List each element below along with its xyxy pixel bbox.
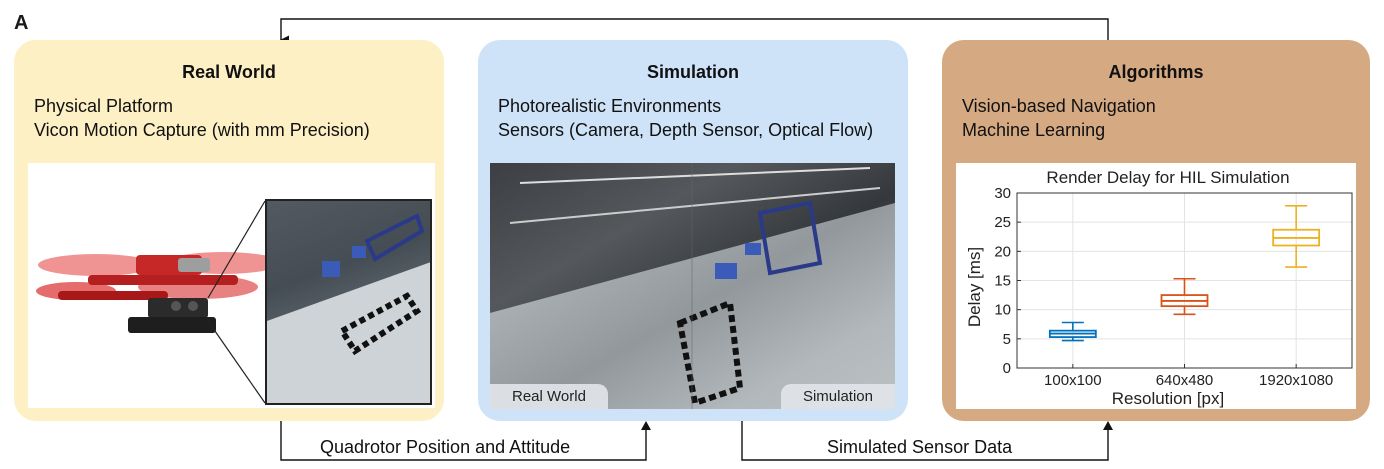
chart-ylabel: Delay [ms] — [965, 247, 984, 327]
position-attitude-label: Quadrotor Position and Attitude — [320, 437, 571, 457]
real-world-line-2: Vicon Motion Capture (with mm Precision) — [34, 120, 370, 140]
box-plot: Render Delay for HIL Simulation Resoluti… — [965, 168, 1353, 408]
render-delay-chart: Render Delay for HIL Simulation Resoluti… — [956, 163, 1356, 409]
simulation-panel: Simulation Photorealistic Environments S… — [478, 40, 908, 421]
quadrotor-illustration — [36, 200, 281, 404]
x-tick-label: 1920x1080 — [1259, 372, 1333, 389]
simulation-line-1: Photorealistic Environments — [498, 96, 722, 116]
y-tick-label: 15 — [994, 273, 1011, 290]
simulation-title: Simulation — [646, 62, 739, 82]
algorithms-panel: Algorithms Vision-based Navigation Machi… — [942, 40, 1370, 421]
x-tick-label: 100x100 — [1044, 372, 1102, 389]
real-world-panel: Real World Physical Platform Vicon Motio… — [14, 40, 444, 421]
quadrotor-photo — [28, 163, 435, 408]
simulation-render-image: Real World Simulation — [490, 163, 895, 409]
y-tick-label: 0 — [1003, 360, 1011, 377]
algorithms-title: Algorithms — [1108, 62, 1204, 82]
algorithms-line-1: Vision-based Navigation — [962, 96, 1156, 116]
y-tick-label: 10 — [994, 302, 1011, 319]
real-world-line-1: Physical Platform — [34, 96, 174, 116]
real-world-tag: Real World — [490, 384, 608, 409]
panel-letter: A — [14, 12, 29, 34]
simulated-sensor-data-label: Simulated Sensor Data — [827, 437, 1013, 457]
position-flow-arrow — [280, 421, 647, 461]
feedback-arrow — [280, 18, 1109, 45]
x-tick-label: 640x480 — [1156, 372, 1214, 389]
algorithms-line-2: Machine Learning — [962, 120, 1106, 140]
y-tick-label: 20 — [994, 243, 1011, 260]
simulation-tag: Simulation — [780, 384, 895, 409]
chart-title: Render Delay for HIL Simulation — [1046, 168, 1289, 187]
real-world-title: Real World — [182, 62, 276, 82]
simulation-line-2: Sensors (Camera, Depth Sensor, Optical F… — [498, 120, 874, 140]
camera-view-inset — [265, 199, 432, 405]
y-tick-label: 5 — [1003, 331, 1011, 348]
y-tick-label: 25 — [994, 214, 1011, 231]
sensor-flow-arrow — [741, 421, 1109, 461]
y-tick-label: 30 — [994, 185, 1011, 202]
chart-xlabel: Resolution [px] — [1112, 389, 1224, 408]
